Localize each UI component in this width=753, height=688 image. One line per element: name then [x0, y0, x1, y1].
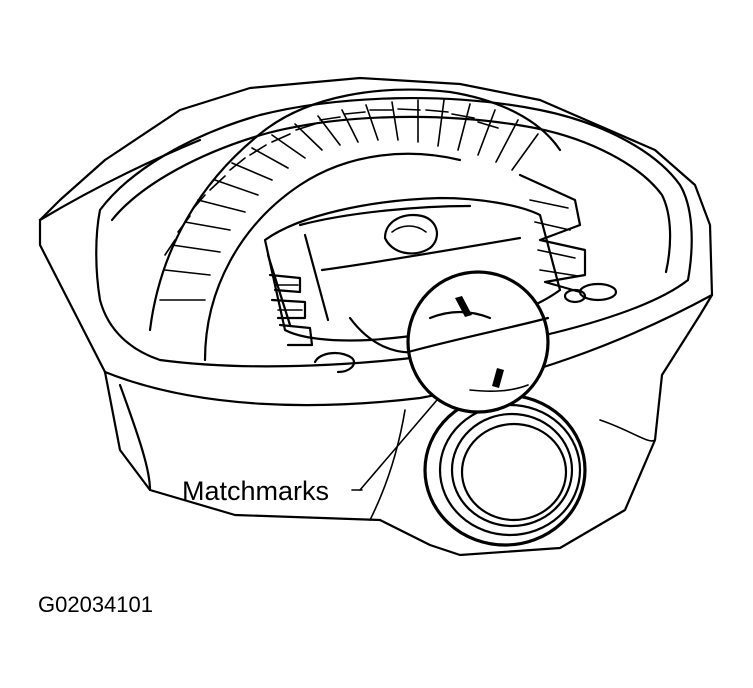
bearing-rollers [563, 282, 618, 304]
matchmarks-label: Matchmarks [182, 476, 330, 506]
callout-leader-line [359, 399, 438, 491]
ring-gear-teeth [159, 99, 539, 301]
housing-flange [95, 97, 693, 368]
matchmark-upper [455, 296, 472, 317]
matchmark-lower [492, 368, 504, 388]
side-gear [268, 273, 356, 374]
figure-id: G02034101 [38, 592, 153, 617]
carrier-housing [38, 76, 714, 557]
differential-case [263, 196, 562, 354]
axle-bore [423, 393, 587, 547]
ring-gear [148, 88, 587, 362]
matchmark-callout-circle [406, 270, 550, 414]
